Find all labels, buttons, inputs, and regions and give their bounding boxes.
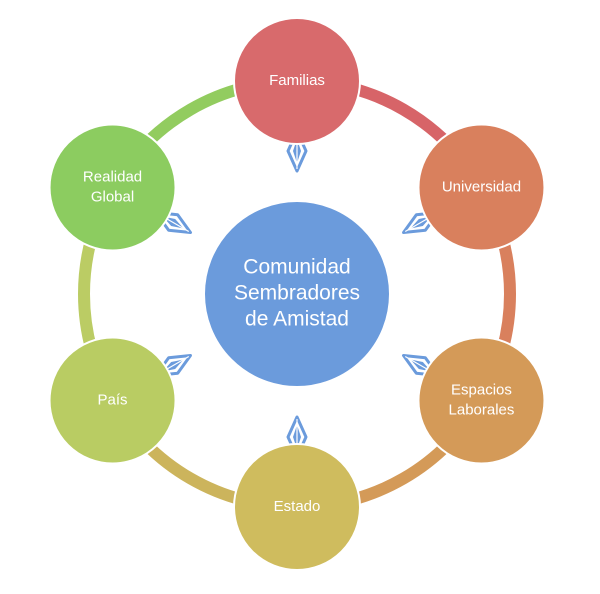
node-label: País [98, 391, 128, 408]
node-circle [48, 336, 177, 465]
node-label: Realidad [83, 168, 142, 185]
center-label: de Amistad [245, 308, 349, 331]
center-label: Sembradores [234, 282, 360, 305]
node-label: Familias [269, 72, 325, 89]
nodes: FamiliasUniversidadEspaciosLaboralesEsta… [48, 17, 546, 571]
node-label: Universidad [442, 178, 521, 195]
center-circle [203, 200, 391, 388]
node-estado: Estado [233, 443, 361, 571]
center-label: Comunidad [243, 256, 350, 279]
node-familias: Familias [233, 17, 361, 145]
node-circle [417, 336, 546, 465]
node-label: Espacios [451, 381, 512, 398]
node-circle [233, 443, 361, 571]
node-circle [48, 123, 177, 252]
node-label: Laborales [449, 401, 515, 418]
node-universidad: Universidad [417, 123, 546, 252]
node-pais: País [48, 336, 177, 465]
node-circle [233, 17, 361, 145]
node-label: Global [91, 188, 134, 205]
node-label: Estado [274, 498, 321, 515]
node-circle [417, 123, 546, 252]
